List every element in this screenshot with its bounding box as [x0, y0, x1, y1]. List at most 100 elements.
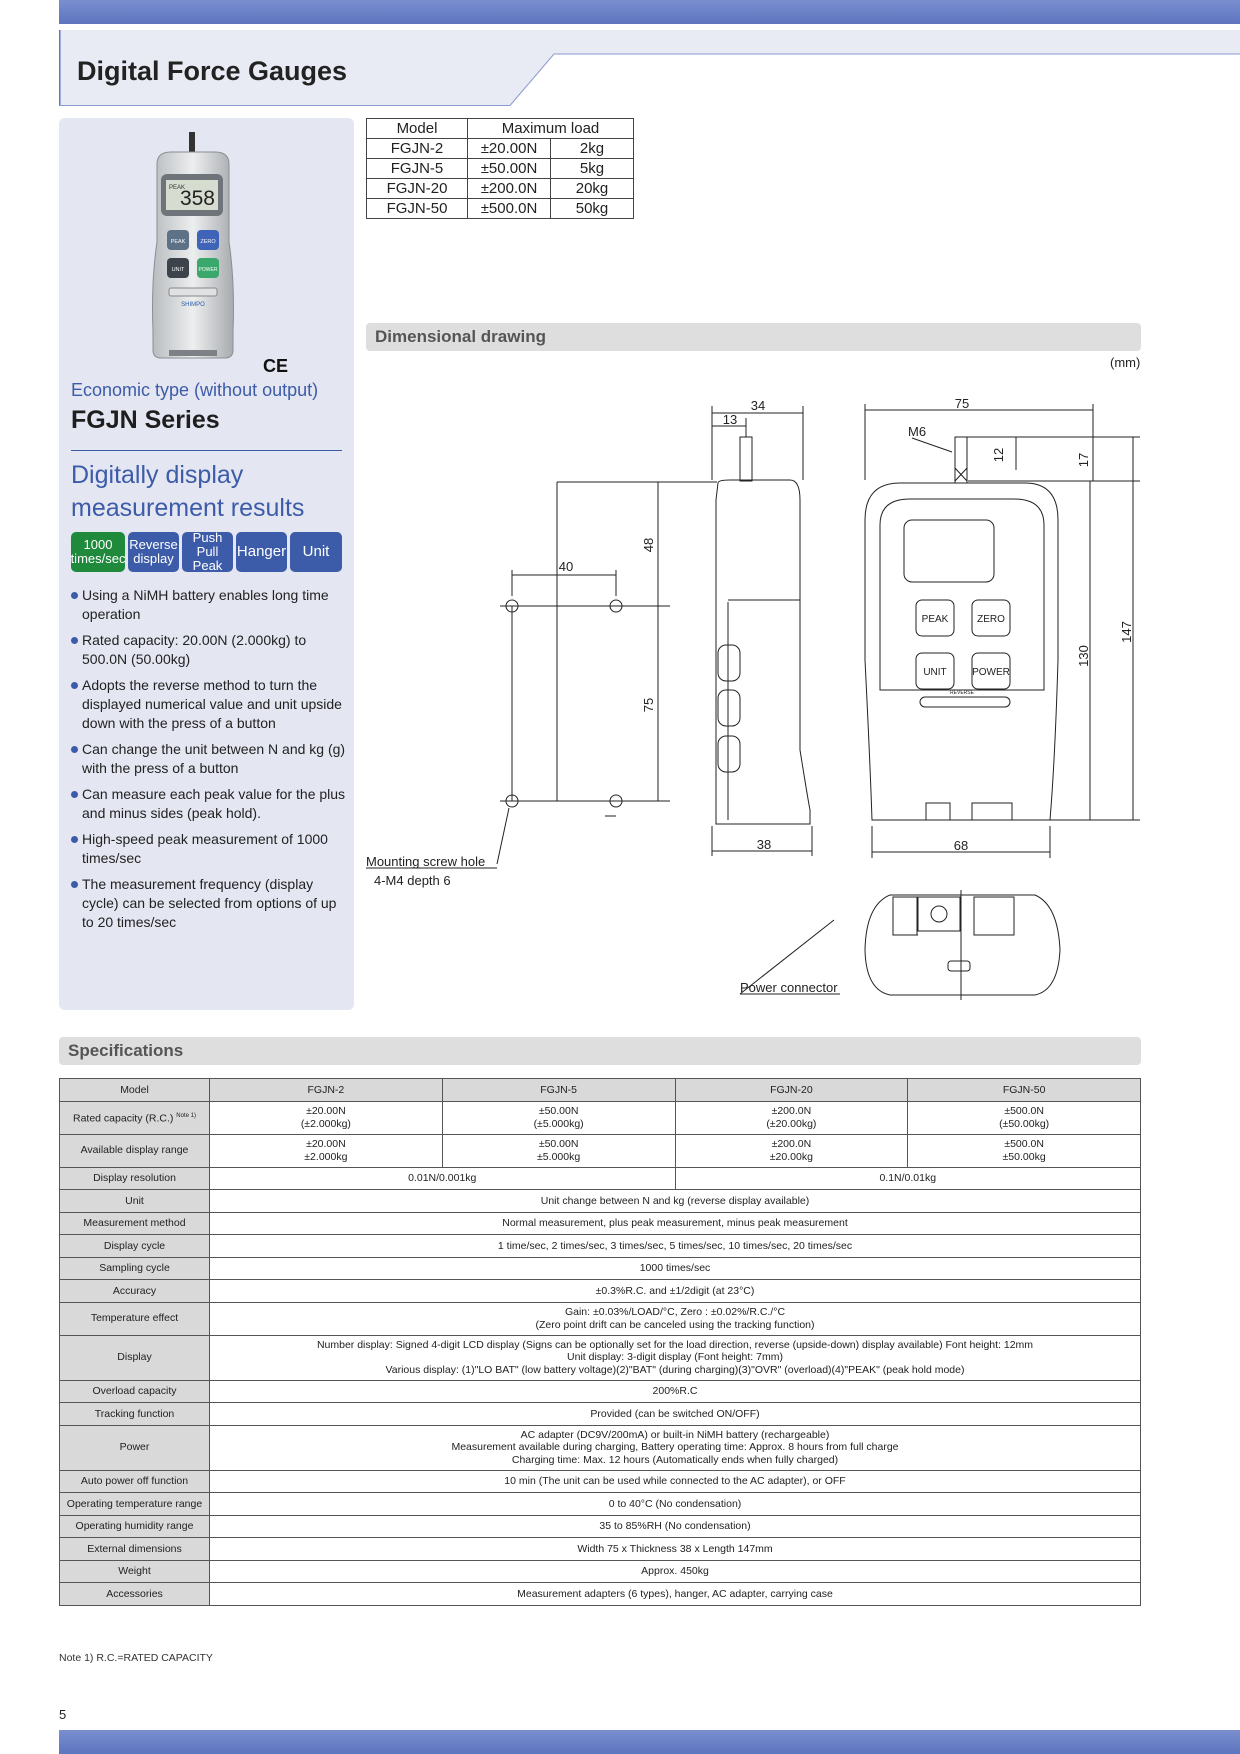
- spec-row-label: Power: [59, 1424, 210, 1471]
- spec-line: ±50.00N: [538, 1105, 579, 1117]
- sidebar-divider: [71, 450, 342, 451]
- spec-line: Normal measurement, plus peak measuremen…: [502, 1217, 848, 1229]
- badge-unit: Unit: [290, 532, 342, 572]
- callout-mounting-detail: 4-M4 depth 6: [374, 873, 451, 888]
- max-load-header: Maximum load: [467, 118, 634, 139]
- spec-cell: ±500.0N(±50.00kg): [907, 1100, 1141, 1135]
- spec-cell: ±0.3%R.C. and ±1/2digit (at 23°C): [209, 1279, 1141, 1303]
- spec-line: ±200.0N: [771, 1138, 812, 1150]
- product-subtitle: Economic type (without output): [71, 380, 319, 400]
- spec-model-header: FGJN-2: [209, 1078, 443, 1102]
- spec-row-label: Sampling cycle: [59, 1256, 210, 1280]
- badge-hanger: Hanger: [236, 532, 287, 572]
- load-kg-cell: 5kg: [550, 158, 634, 179]
- spec-line: (±50.00kg): [999, 1117, 1050, 1130]
- feature-item: Using a NiMH battery enables long time o…: [71, 586, 346, 624]
- drawing-peak-button: PEAK: [922, 614, 949, 625]
- spec-line: ±20.00N: [306, 1138, 346, 1150]
- load-n-cell: ±50.00N: [467, 158, 551, 179]
- spec-line: ±20.00kg: [769, 1150, 813, 1163]
- spec-cell: ±20.00N(±2.000kg): [209, 1100, 443, 1135]
- spec-row-label: Model: [59, 1078, 210, 1102]
- dim-mount-lower: 75: [641, 698, 656, 712]
- spec-cell: 10 min (The unit can be used while conne…: [209, 1469, 1141, 1493]
- spec-line: ±500.0N: [1004, 1105, 1044, 1117]
- drawing-section-title: Dimensional drawing: [366, 323, 1141, 351]
- spec-row-label: Accessories: [59, 1582, 210, 1606]
- dim-body-height: 130: [1076, 645, 1091, 667]
- spec-line: AC adapter (DC9V/200mA) or built-in NiMH…: [520, 1428, 830, 1441]
- spec-line: (±20.00kg): [766, 1117, 817, 1130]
- spec-cell: 0 to 40°C (No condensation): [209, 1492, 1141, 1516]
- table-row: FGJN-50 ±500.0N 50kg: [366, 198, 634, 219]
- feature-item: Rated capacity: 20.00N (2.000kg) to 500.…: [71, 631, 346, 669]
- device-brand: SHIMPO: [181, 302, 205, 308]
- drawing-unit-button: UNIT: [923, 667, 946, 678]
- spec-line: Provided (can be switched ON/OFF): [590, 1407, 760, 1420]
- spec-line: ±2.000kg: [304, 1150, 348, 1163]
- model-cell: FGJN-50: [366, 198, 468, 219]
- device-peak-button: PEAK: [171, 239, 186, 245]
- spec-cell: 0.01N/0.001kg: [209, 1166, 676, 1190]
- feature-item: Adopts the reverse method to turn the di…: [71, 676, 346, 733]
- spec-cell: 0.1N/0.01kg: [674, 1166, 1141, 1190]
- feature-badges: 1000 times/sec Reverse display Push Pull…: [71, 531, 342, 573]
- spec-line: ±200.0N: [771, 1105, 812, 1117]
- badge-push-pull-peak: Push Pull Peak: [182, 531, 233, 573]
- spec-cell: 200%R.C: [209, 1379, 1141, 1403]
- rated-note: Note 1): [176, 1113, 196, 1119]
- spec-cell: 1000 times/sec: [209, 1256, 1141, 1280]
- spec-row-label: Overload capacity: [59, 1379, 210, 1403]
- badge-speed: 1000 times/sec: [71, 532, 125, 572]
- table-row: Accuracy±0.3%R.C. and ±1/2digit (at 23°C…: [59, 1279, 1141, 1303]
- spec-line: Unit display: 3-digit display (Font heig…: [567, 1351, 783, 1364]
- load-kg-cell: 50kg: [550, 198, 634, 219]
- spec-model-header: FGJN-20: [674, 1078, 909, 1102]
- drawing-zero-button: ZERO: [977, 614, 1005, 625]
- bottom-color-band: [59, 1730, 1240, 1754]
- spec-line: 1000 times/sec: [639, 1262, 711, 1274]
- spec-cell: ±50.00N±5.000kg: [441, 1133, 676, 1168]
- spec-row-label: Available display range: [59, 1133, 210, 1168]
- spec-line: Number display: Signed 4-digit LCD displ…: [316, 1338, 1034, 1351]
- feature-list: Using a NiMH battery enables long time o…: [71, 586, 346, 939]
- spec-line: Width 75 x Thickness 38 x Length 147mm: [577, 1542, 773, 1555]
- table-row: FGJN-2 ±20.00N 2kg: [366, 138, 634, 159]
- page-number: 5: [59, 1707, 67, 1722]
- spec-line: ±0.3%R.C. and ±1/2digit (at 23°C): [595, 1284, 755, 1297]
- spec-model-header: FGJN-5: [441, 1078, 676, 1102]
- dim-side-bottom: 38: [757, 837, 771, 852]
- spec-row-label: Operating humidity range: [59, 1514, 210, 1538]
- spec-cell: ±200.0N±20.00kg: [674, 1133, 909, 1168]
- dim-mount-width: 40: [559, 559, 573, 574]
- feature-item: The measurement frequency (display cycle…: [71, 875, 346, 932]
- spec-row-label: Rated capacity (R.C.) Note 1): [59, 1100, 210, 1135]
- table-row: FGJN-5 ±50.00N 5kg: [366, 158, 634, 179]
- feature-item: High-speed peak measurement of 1000 time…: [71, 830, 346, 868]
- load-kg-cell: 20kg: [550, 178, 634, 199]
- table-row: Sampling cycle 1000 times/sec: [59, 1256, 1141, 1280]
- dim-thread: M6: [908, 424, 926, 439]
- lcd-peak-label: PEAK: [169, 185, 185, 191]
- spec-cell: Gain: ±0.03%/LOAD/°C, Zero : ±0.02%/R.C.…: [209, 1301, 1141, 1336]
- spec-line: ±500.0N: [1004, 1138, 1044, 1150]
- page-title: Digital Force Gauges: [77, 56, 348, 86]
- model-load-table: Model Maximum load FGJN-2 ±20.00N 2kg FG…: [366, 118, 634, 219]
- spec-cell: ±20.00N±2.000kg: [209, 1133, 443, 1168]
- spec-row-label: Display resolution: [59, 1166, 210, 1190]
- lcd-readout: 358: [180, 187, 215, 210]
- load-n-cell: ±20.00N: [467, 138, 551, 159]
- model-cell: FGJN-20: [366, 178, 468, 199]
- drawing-reverse-label: REVERSE: [950, 690, 975, 696]
- spec-line: ±5.000kg: [537, 1150, 581, 1163]
